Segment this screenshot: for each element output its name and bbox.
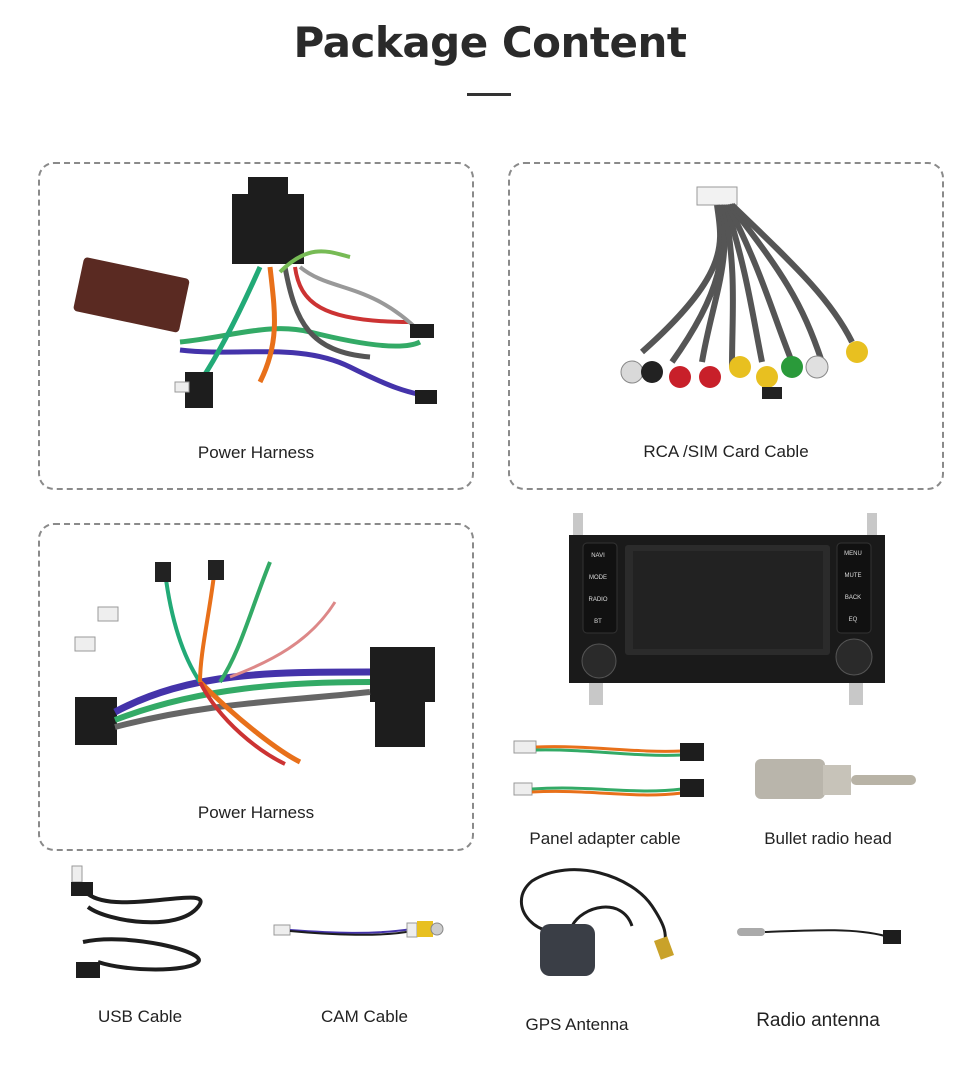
power-harness-image-2 xyxy=(70,552,450,772)
item-label-radio-antenna: Radio antenna xyxy=(756,1010,880,1031)
usb-cable-image xyxy=(68,862,213,992)
page-title: Package Content xyxy=(293,18,687,67)
rca-sim-cable-box xyxy=(508,162,944,490)
cam-cable-image xyxy=(272,915,452,945)
item-label-bullet-radio-head: Bullet radio head xyxy=(764,829,892,848)
gps-antenna-image xyxy=(512,866,677,991)
item-label-gps-antenna: GPS Antenna xyxy=(525,1015,629,1034)
power-harness-box-2 xyxy=(38,523,474,851)
radio-antenna-image xyxy=(735,920,910,950)
eq-button[interactable]: EQ xyxy=(848,617,858,623)
bt-button[interactable]: BT xyxy=(594,619,602,625)
rca-sim-cable-image xyxy=(612,182,882,412)
item-label-cam-cable: CAM Cable xyxy=(321,1007,408,1026)
item-label-panel-adapter-cable: Panel adapter cable xyxy=(529,829,681,848)
back-button[interactable]: BACK xyxy=(844,595,862,601)
power-harness-box-1 xyxy=(38,162,474,490)
radio-button[interactable]: RADIO xyxy=(588,597,608,603)
item-label-power-harness-1: Power Harness xyxy=(197,443,315,462)
item-label-rca-sim-cable: RCA /SIM Card Cable xyxy=(643,442,809,461)
head-unit-image xyxy=(567,513,887,708)
power-harness-image-1 xyxy=(70,172,450,432)
mode-button[interactable]: MODE xyxy=(589,575,607,581)
menu-button[interactable]: MENU xyxy=(844,551,862,557)
item-label-power-harness-2: Power Harness xyxy=(197,803,315,822)
mute-button[interactable]: MUTE xyxy=(844,573,862,579)
panel-adapter-cable-image xyxy=(512,735,712,805)
item-label-usb-cable: USB Cable xyxy=(97,1007,183,1026)
title-underline xyxy=(467,93,511,96)
navi-button[interactable]: NAVI xyxy=(591,553,605,559)
bullet-radio-head-image xyxy=(753,755,918,805)
